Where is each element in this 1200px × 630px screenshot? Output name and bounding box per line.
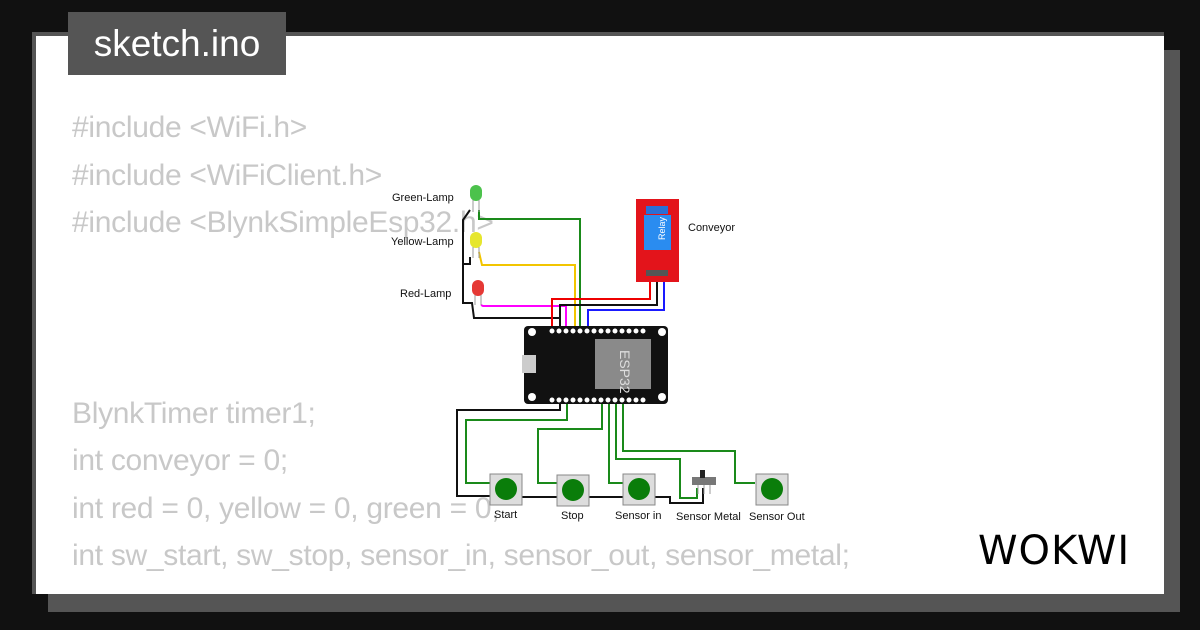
button-start[interactable] xyxy=(489,473,523,506)
wire-sensor-out xyxy=(622,400,755,484)
label-sensor-in: Sensor in xyxy=(615,510,661,522)
label-sensor-out: Sensor Out xyxy=(749,511,805,523)
wire-gnd-chain xyxy=(522,488,704,504)
wire-btn-gnd xyxy=(456,400,561,497)
code-block: #include <WiFi.h> #include <WiFiClient.h… xyxy=(72,104,850,580)
button-sensor-in[interactable] xyxy=(622,473,656,506)
code-line: #include <BlynkSimpleEsp32.h> xyxy=(72,206,494,240)
code-line: int conveyor = 0; xyxy=(72,444,288,478)
code-line: BlynkTimer timer1; xyxy=(72,396,316,430)
wire-red-lamp xyxy=(480,304,567,330)
led-red[interactable] xyxy=(472,280,484,305)
led-green[interactable] xyxy=(470,185,482,212)
code-line: #include <WiFi.h> xyxy=(72,111,308,144)
code-line: int red = 0, yellow = 0, green = 0; xyxy=(72,491,500,525)
button-stop[interactable] xyxy=(556,474,590,507)
wire-stop xyxy=(537,400,603,484)
relay-module[interactable]: Relay xyxy=(636,199,679,282)
led-yellow[interactable] xyxy=(470,232,482,258)
file-tab-title: sketch.ino xyxy=(68,12,286,75)
wire-start xyxy=(465,400,568,484)
wire-gnd-2 xyxy=(462,264,561,330)
wire-gnd-1 xyxy=(462,209,471,265)
button-sensor-out[interactable] xyxy=(755,473,789,506)
label-yellow-lamp: Yellow-Lamp xyxy=(391,236,454,248)
label-stop: Stop xyxy=(561,510,584,522)
label-conveyor: Conveyor xyxy=(688,222,735,234)
esp32-board[interactable]: ESP32 xyxy=(522,326,668,404)
wire-sensor-metal xyxy=(615,400,698,499)
wire-relay-in xyxy=(587,280,665,330)
label-green-lamp: Green-Lamp xyxy=(392,192,454,204)
esp32-chip-label: ESP32 xyxy=(617,350,633,394)
wokwi-logo: WOKWI xyxy=(978,528,1131,574)
label-start: Start xyxy=(494,509,517,521)
label-sensor-metal: Sensor Metal xyxy=(676,511,741,523)
wire-relay-vcc xyxy=(551,280,651,330)
relay-module-text: Relay xyxy=(657,216,667,240)
wire-sensor-in xyxy=(608,400,623,484)
code-line: int sw_start, sw_stop, sensor_in, sensor… xyxy=(72,539,850,573)
code-preview-card: #include <WiFi.h> #include <WiFiClient.h… xyxy=(32,32,1164,594)
label-red-lamp: Red-Lamp xyxy=(400,288,451,300)
wire-green-lamp xyxy=(478,210,581,330)
wire-yellow-lamp xyxy=(478,251,576,330)
code-line: #include <WiFiClient.h> xyxy=(72,158,382,192)
wire-relay-gnd xyxy=(559,280,658,330)
slide-switch-sensor-metal[interactable] xyxy=(692,470,716,494)
